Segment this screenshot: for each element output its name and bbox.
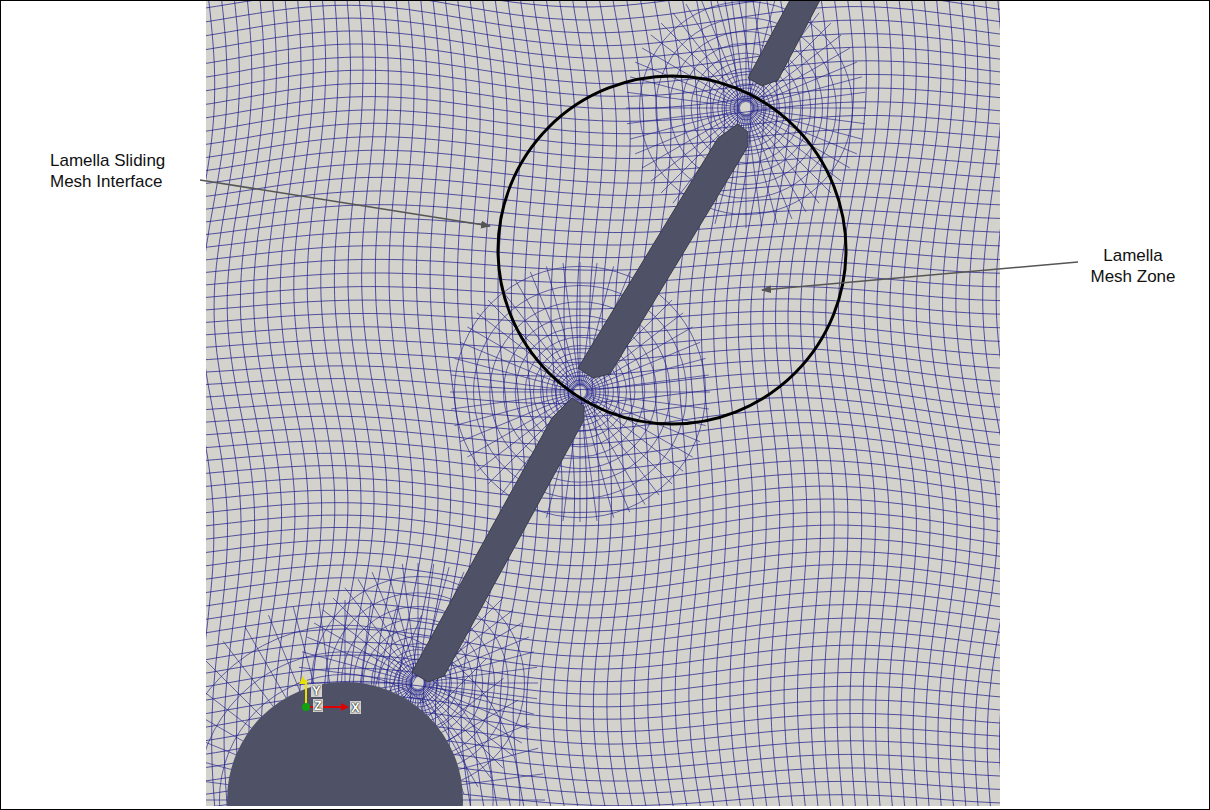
axis-label: X xyxy=(350,701,361,714)
axis-x xyxy=(306,706,345,708)
axis-label: Y xyxy=(311,684,322,697)
sliding-interface-circle xyxy=(498,76,846,424)
lamella-lower xyxy=(412,398,584,682)
lamella-upper xyxy=(578,124,748,378)
mesh-refinement xyxy=(206,0,866,806)
lamella-top xyxy=(748,0,820,86)
callout-label: Lamella Sliding Mesh Interface xyxy=(50,150,190,193)
axis-label: Z xyxy=(313,699,323,712)
callout-label: Lamella Mesh Zone xyxy=(1083,245,1183,288)
leader-line xyxy=(200,180,490,226)
axis-y xyxy=(305,680,307,707)
cylinder xyxy=(227,682,463,806)
leader-line xyxy=(762,262,1078,290)
axis-z xyxy=(302,703,310,711)
